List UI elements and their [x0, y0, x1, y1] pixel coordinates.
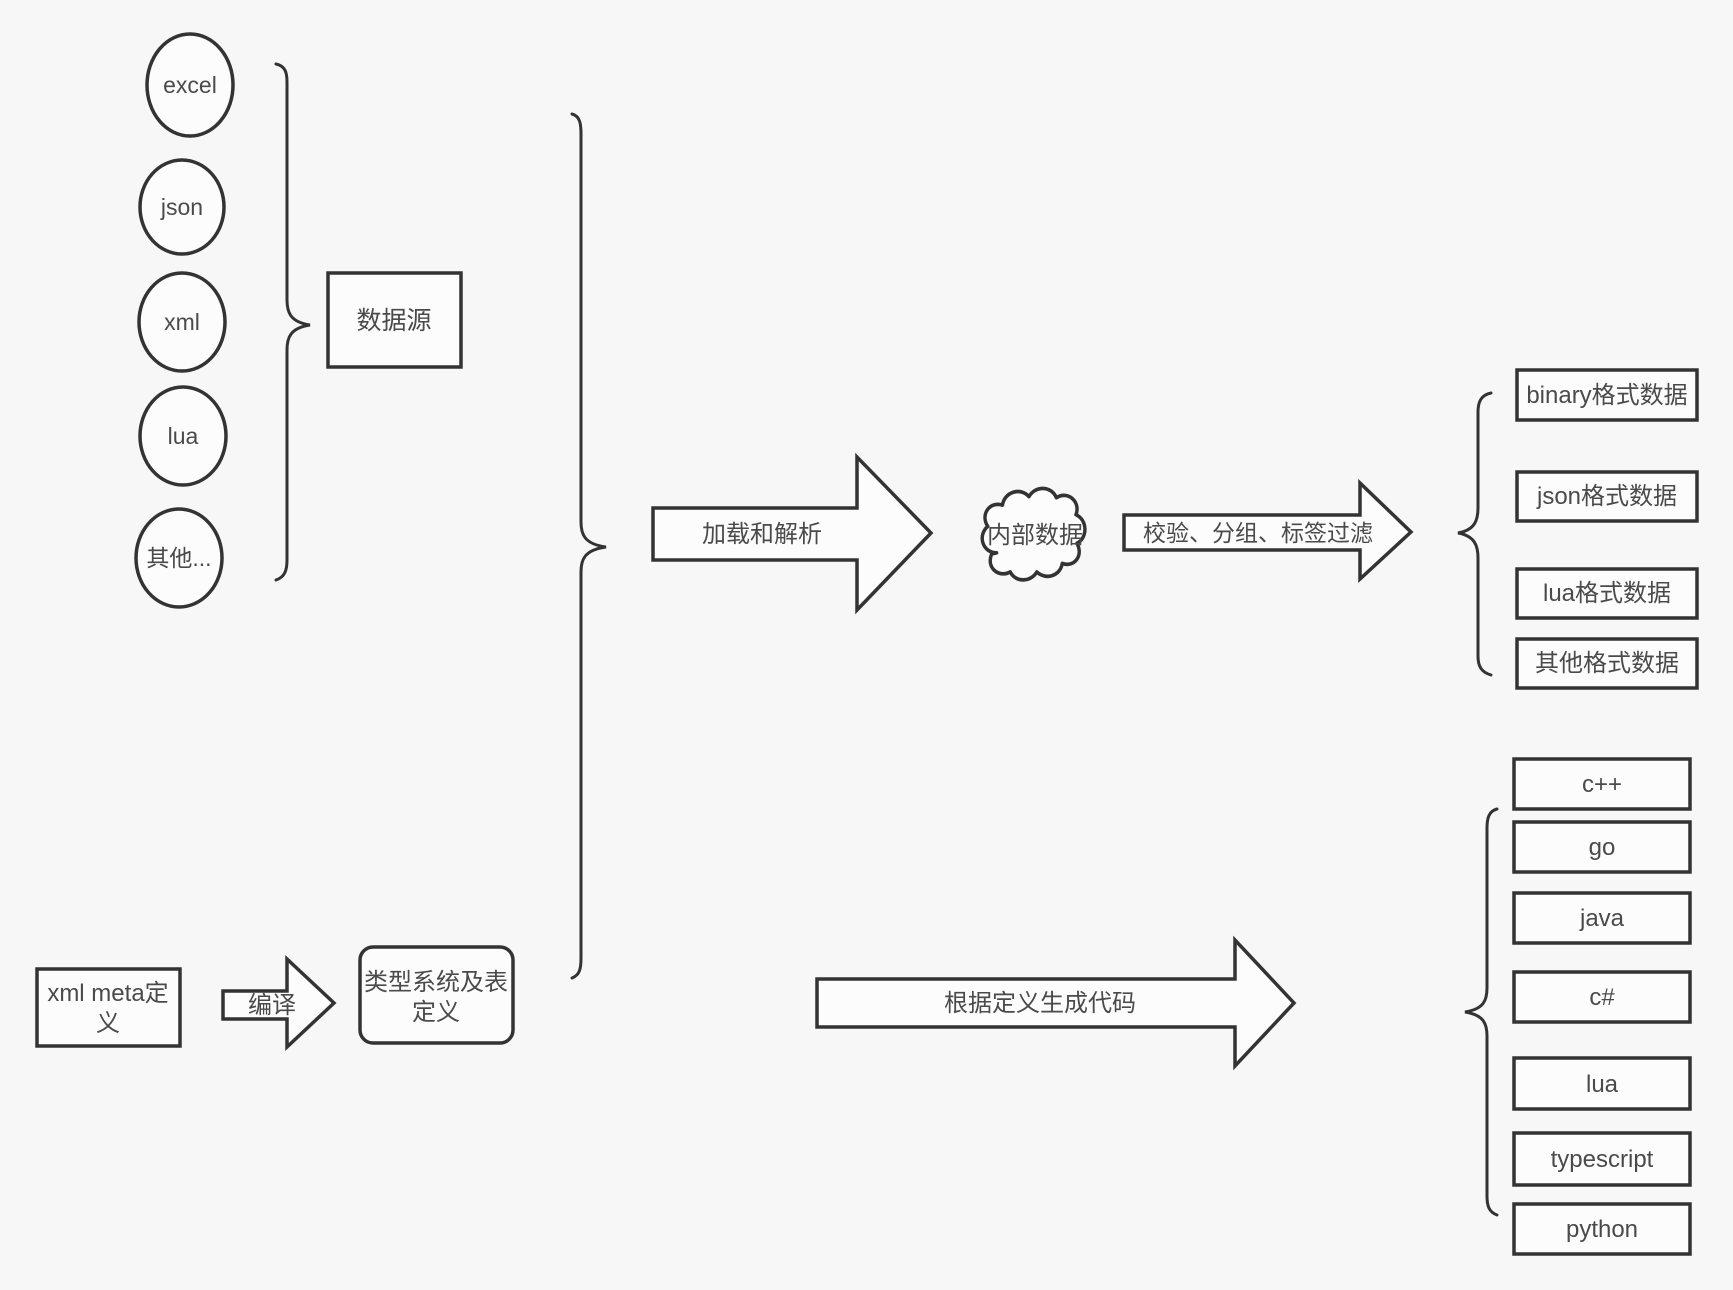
load-parse-arrow: 加载和解析 — [651, 452, 934, 615]
json-format-label: json格式数据 — [1536, 483, 1677, 510]
python-label: python — [1566, 1216, 1638, 1243]
source-nodes-group: excel json xml lua 其他... — [134, 32, 235, 609]
xml-ellipse — [137, 271, 227, 373]
languages-brace — [1464, 807, 1499, 1217]
compile-arrow: 编译 — [221, 954, 337, 1052]
json-format-rect — [1515, 470, 1699, 523]
language-boxes-group: c++ go java c# lua typescript python — [1512, 757, 1692, 1256]
cloud-shape — [980, 486, 1087, 582]
type-system-box: 类型系统及表 定义 — [358, 945, 515, 1045]
cpp-label: c++ — [1582, 771, 1622, 798]
type-system-rect — [358, 945, 515, 1045]
excel-ellipse — [145, 32, 235, 138]
other-format-rect — [1515, 637, 1699, 690]
source-node-lua: lua — [138, 385, 228, 487]
internal-data-label: 内部数据 — [987, 522, 1083, 549]
csharp-rect — [1512, 970, 1692, 1024]
outputs-brace — [1457, 391, 1493, 677]
filter-arrow-shape — [1122, 478, 1414, 583]
lua-label: lua — [168, 423, 199, 449]
binary-format-label: binary格式数据 — [1526, 382, 1687, 409]
source-node-excel: excel — [145, 32, 235, 138]
language-box-go: go — [1512, 820, 1692, 874]
language-box-python: python — [1512, 1202, 1692, 1256]
language-box-lua: lua — [1512, 1056, 1692, 1111]
python-rect — [1512, 1202, 1692, 1256]
other-ellipse — [134, 507, 224, 609]
sources-brace — [274, 62, 311, 582]
compile-arrow-label: 编译 — [248, 992, 296, 1019]
go-rect — [1512, 820, 1692, 874]
lua-lang-rect — [1512, 1056, 1692, 1111]
cpp-rect — [1512, 757, 1692, 811]
codegen-arrow-label: 根据定义生成代码 — [944, 990, 1136, 1017]
excel-label: excel — [163, 72, 217, 98]
load-parse-arrow-shape — [651, 452, 934, 615]
typescript-label: typescript — [1551, 1146, 1654, 1173]
json-ellipse — [138, 158, 226, 256]
data-source-rect — [326, 271, 463, 369]
go-label: go — [1589, 834, 1616, 861]
csharp-label: c# — [1589, 984, 1615, 1011]
other-format-label: 其他格式数据 — [1535, 650, 1679, 677]
filter-arrow: 校验、分组、标签过滤 — [1122, 478, 1414, 583]
xml-label: xml — [164, 309, 200, 335]
load-parse-arrow-label: 加载和解析 — [702, 521, 822, 548]
java-label: java — [1579, 905, 1625, 932]
java-rect — [1512, 891, 1692, 945]
output-boxes-group: binary格式数据 json格式数据 lua格式数据 其他格式数据 — [1515, 368, 1699, 690]
output-box-lua: lua格式数据 — [1515, 567, 1699, 620]
xml-meta-label-line2: 义 — [96, 1010, 120, 1037]
compile-arrow-shape — [221, 954, 337, 1052]
filter-arrow-label: 校验、分组、标签过滤 — [1143, 520, 1373, 546]
language-box-csharp: c# — [1512, 970, 1692, 1024]
binary-format-rect — [1515, 368, 1699, 422]
language-box-typescript: typescript — [1512, 1131, 1692, 1187]
language-box-cpp: c++ — [1512, 757, 1692, 811]
json-label: json — [160, 194, 203, 220]
codegen-arrow: 根据定义生成代码 — [815, 935, 1297, 1071]
xml-meta-label-line1: xml meta定 — [47, 980, 168, 1007]
codegen-arrow-shape — [815, 935, 1297, 1071]
source-node-other: 其他... — [134, 507, 224, 609]
output-box-json: json格式数据 — [1515, 470, 1699, 523]
lua-lang-label: lua — [1586, 1071, 1619, 1098]
source-node-json: json — [138, 158, 226, 256]
pipeline-brace — [570, 112, 607, 980]
type-system-label-line2: 定义 — [412, 999, 460, 1026]
source-node-xml: xml — [137, 271, 227, 373]
lua-format-label: lua格式数据 — [1543, 580, 1671, 607]
other-label: 其他... — [146, 545, 211, 571]
data-source-label: 数据源 — [356, 307, 431, 335]
xml-meta-box: xml meta定 义 — [35, 967, 182, 1048]
lua-ellipse — [138, 385, 228, 487]
typescript-rect — [1512, 1131, 1692, 1187]
type-system-label-line1: 类型系统及表 — [364, 969, 508, 996]
xml-meta-rect — [35, 967, 182, 1048]
data-source-box: 数据源 — [326, 271, 463, 369]
lua-format-rect — [1515, 567, 1699, 620]
output-box-other: 其他格式数据 — [1515, 637, 1699, 690]
output-box-binary: binary格式数据 — [1515, 368, 1699, 422]
internal-data-cloud: 内部数据 — [980, 486, 1087, 582]
language-box-java: java — [1512, 891, 1692, 945]
